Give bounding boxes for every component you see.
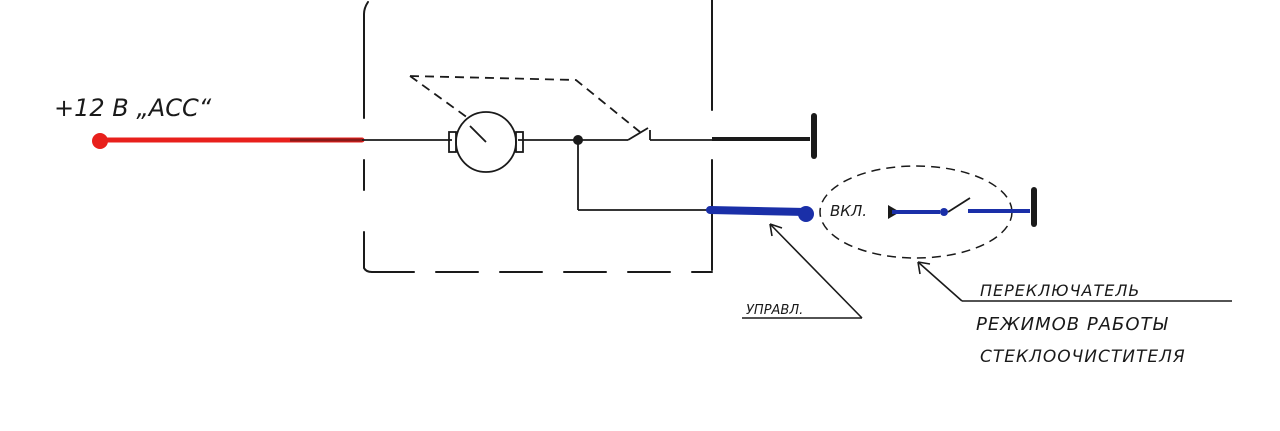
control-wire (706, 206, 814, 222)
supply-terminal-dot (92, 133, 108, 149)
switch-label-line2: РЕЖИМОВ РАБОТЫ (976, 314, 1169, 335)
enclosure-left-top (363, 1, 369, 119)
switch-arrowhead-icon (917, 261, 931, 275)
mode-switch (888, 187, 1037, 227)
control-leader (742, 223, 863, 319)
mode-switch-blade (947, 197, 971, 213)
motor-brush-left (448, 131, 457, 153)
ground-terminal (712, 113, 817, 159)
junction-node (573, 135, 583, 145)
park-switch-icon (627, 127, 651, 141)
motor-brush-right (515, 131, 524, 153)
control-arrowhead-icon (769, 223, 783, 237)
internal-wiring (362, 139, 712, 211)
supply-label: +12 В „АСС“ (54, 94, 212, 122)
control-wire-terminal (798, 206, 814, 222)
park-switch-blade (627, 127, 649, 141)
control-label: УПРАВЛ. (746, 303, 803, 318)
enclosure-left-lower (363, 231, 373, 273)
switch-label-line1: ПЕРЕКЛЮЧАТЕЛЬ (980, 281, 1140, 300)
switch-leader (917, 261, 1232, 302)
motor-shaft (469, 125, 487, 143)
mechanical-linkage (409, 75, 641, 133)
switch-label-line3: СТЕКЛООЧИСТИТЕЛЯ (980, 347, 1186, 367)
control-wire-thick (706, 206, 810, 216)
on-label: ВКЛ. (830, 202, 867, 220)
motor-icon (448, 111, 524, 173)
motor-unit-enclosure (363, 0, 713, 273)
switch-pointer (917, 261, 963, 302)
control-pointer (769, 223, 863, 319)
mode-switch-pivot (940, 208, 948, 216)
supply-wire (92, 133, 365, 149)
